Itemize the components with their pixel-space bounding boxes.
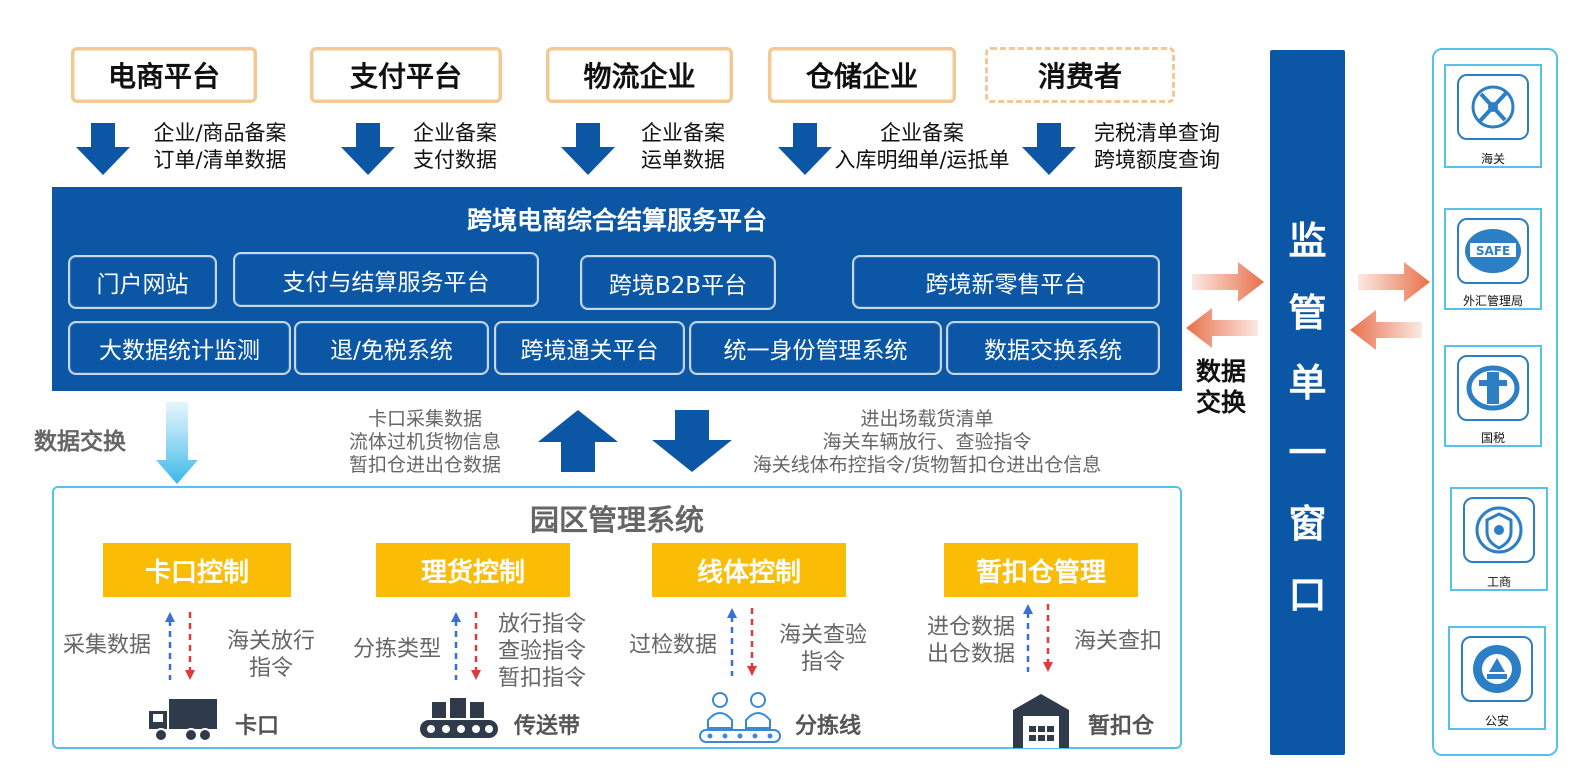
up-arrow-icon <box>538 410 618 472</box>
single-window-bar: 监 管 单 一 窗 口 <box>1270 50 1345 755</box>
warehouse-icon <box>1013 694 1069 748</box>
window-char: 一 <box>1288 431 1327 475</box>
window-char: 监 <box>1288 219 1327 263</box>
platform-title: 跨境电商综合结算服务平台 <box>466 206 767 235</box>
commerce-emblem-icon <box>1463 497 1535 563</box>
conveyor-device-label: 传送带 <box>514 714 581 739</box>
tally-right-text: 放行指令查验指令暂扣指令 <box>497 612 586 691</box>
module-tax-refund: 退/免税系统 <box>294 321 489 375</box>
up-down-dashed-arrows-icon <box>451 612 481 680</box>
module-b2b: 跨境B2B平台 <box>580 255 776 310</box>
left-arrow-icon <box>1186 308 1258 348</box>
down-arrow-icon <box>652 410 732 472</box>
gov-card-customs: 海关 <box>1444 64 1542 168</box>
down-arrow-icon <box>778 123 832 175</box>
flow-text-ecommerce: 企业/商品备案订单/清单数据 <box>153 121 287 172</box>
gov-label: 外汇管理局 <box>1462 294 1523 308</box>
module-big-data: 大数据统计监测 <box>68 321 291 375</box>
police-emblem-icon <box>1461 636 1533 702</box>
warehouse-device-label: 暂扣仓 <box>1088 714 1155 739</box>
up-down-dashed-arrows-icon <box>1023 604 1053 672</box>
flow-text-logistics: 企业备案运单数据 <box>641 121 725 172</box>
module-identity: 统一身份管理系统 <box>689 321 942 375</box>
module-data-exchange: 数据交换系统 <box>946 321 1160 375</box>
gate-device-label: 卡口 <box>235 714 280 739</box>
right-arrow-icon <box>1192 262 1264 302</box>
warehouse-right-text: 海关查扣 <box>1073 629 1162 654</box>
participant-logistics: 物流企业 <box>546 47 733 103</box>
data-exchange-label: 数据交换 <box>1196 357 1247 417</box>
down-arrow-icon <box>1022 123 1076 175</box>
government-panel: 海关 SAFE 外汇管理局 国税 工商 公安 <box>1432 48 1558 756</box>
window-char: 管 <box>1288 291 1327 335</box>
participant-warehouse: 仓储企业 <box>768 47 956 103</box>
gate-control: 卡口控制 <box>103 543 291 597</box>
safe-emblem-icon: SAFE <box>1457 218 1529 284</box>
flow-text-warehouse: 企业备案入库明细单/运抵单 <box>834 121 1010 172</box>
line-control: 线体控制 <box>652 543 846 597</box>
down-gradient-arrow-icon <box>156 402 198 484</box>
left-arrow-icon <box>1350 310 1422 350</box>
right-arrow-icon <box>1358 262 1430 302</box>
flow-text-consumer: 完税清单查询跨境额度查询 <box>1094 121 1220 172</box>
upload-data-text: 卡口采集数据流体过机货物信息暂扣仓进出仓数据 <box>348 408 501 476</box>
customs-emblem-icon <box>1457 74 1529 140</box>
svg-text:SAFE: SAFE <box>1476 244 1510 258</box>
line-left-text: 过检数据 <box>628 633 717 658</box>
window-char: 窗 <box>1288 502 1327 546</box>
down-arrow-icon <box>341 123 395 175</box>
download-data-text: 进出场载货清单海关车辆放行、查验指令海关线体布控指令/货物暂扣仓进出仓信息 <box>752 408 1102 476</box>
tax-emblem-icon <box>1457 355 1529 421</box>
sorting-line-icon <box>699 692 781 743</box>
participant-ecommerce: 电商平台 <box>71 47 257 103</box>
tally-left-text: 分拣类型 <box>352 637 441 662</box>
truck-icon <box>149 699 217 742</box>
gov-label: 海关 <box>1480 152 1505 166</box>
module-portal: 门户网站 <box>68 255 217 309</box>
gov-card-tax: 国税 <box>1444 345 1542 447</box>
data-exchange-left-label: 数据交换 <box>34 429 126 455</box>
gov-label: 工商 <box>1486 575 1511 589</box>
window-char: 口 <box>1288 573 1327 617</box>
up-down-dashed-arrows-icon <box>165 612 195 680</box>
warehouse-left-text: 进仓数据出仓数据 <box>926 615 1015 667</box>
conveyor-belt-icon <box>420 698 498 738</box>
park-management-system: 园区管理系统 卡口控制 采集数据 海关放行指令 卡口 理货控制 分拣类型 放行指… <box>52 486 1182 749</box>
tally-control: 理货控制 <box>376 543 570 597</box>
gov-label: 国税 <box>1480 431 1505 445</box>
gov-card-commerce: 工商 <box>1450 487 1548 591</box>
gov-label: 公安 <box>1484 714 1509 728</box>
up-down-dashed-arrows-icon <box>727 608 757 676</box>
park-title: 园区管理系统 <box>529 503 704 537</box>
down-arrow-icon <box>76 123 130 175</box>
gate-left-text: 采集数据 <box>62 633 151 658</box>
gate-right-text: 海关放行指令 <box>226 629 315 681</box>
participant-payment: 支付平台 <box>310 47 502 103</box>
participant-consumer: 消费者 <box>985 47 1175 103</box>
gov-card-police: 公安 <box>1448 626 1546 730</box>
detention-warehouse-control: 暂扣仓管理 <box>944 543 1138 597</box>
gov-card-forex: SAFE 外汇管理局 <box>1444 208 1542 310</box>
settlement-platform: 跨境电商综合结算服务平台 门户网站 支付与结算服务平台 跨境B2B平台 跨境新零… <box>52 187 1182 391</box>
module-new-retail: 跨境新零售平台 <box>852 255 1160 309</box>
flow-text-payment: 企业备案支付数据 <box>413 121 497 172</box>
sorting-device-label: 分拣线 <box>795 714 862 739</box>
module-payment-settlement: 支付与结算服务平台 <box>233 252 539 307</box>
line-right-text: 海关查验指令 <box>778 623 867 675</box>
window-char: 单 <box>1288 361 1327 405</box>
module-customs-clearance: 跨境通关平台 <box>494 321 685 375</box>
down-arrow-icon <box>561 123 615 175</box>
